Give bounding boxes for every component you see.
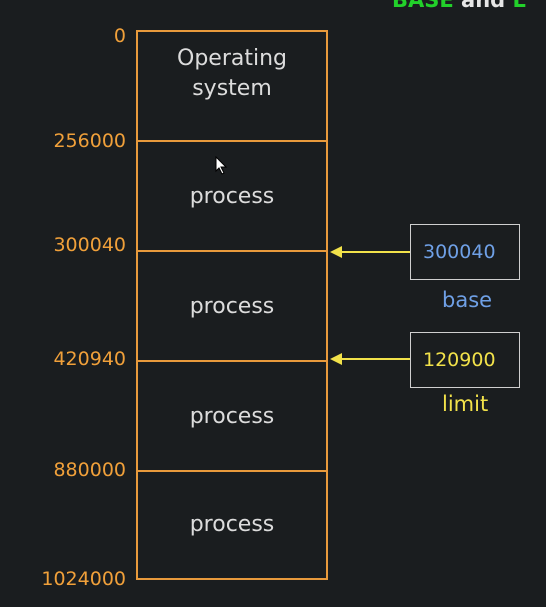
limit-register-label: limit [442, 392, 489, 416]
address-label-2: 300040 [53, 234, 126, 256]
segment-process-1: process [138, 142, 326, 252]
base-register-label: base [442, 288, 493, 312]
segment-label: process [189, 294, 275, 319]
limit-arrow [330, 353, 410, 365]
segment-label-line1: Operating [177, 46, 287, 71]
segment-label-line2: system [192, 76, 272, 101]
segment-process-2: process [138, 252, 326, 362]
heading-connector: and [461, 0, 506, 12]
address-label-1: 256000 [53, 130, 126, 152]
segment-label: process [189, 404, 275, 429]
limit-register-value: 120900 [423, 349, 496, 371]
segment-divider [138, 140, 326, 142]
limit-register-box: 120900 [410, 332, 520, 388]
segment-label: process [189, 512, 275, 537]
segment-divider [138, 470, 326, 472]
address-label-3: 420940 [53, 348, 126, 370]
heading-base-keyword: BASE [392, 0, 454, 12]
base-register-box: 300040 [410, 224, 520, 280]
memory-map: Operating system process process process… [136, 30, 328, 580]
segment-label: process [189, 184, 275, 209]
address-label-0: 0 [113, 25, 126, 47]
segment-process-3: process [138, 362, 326, 472]
base-register-value: 300040 [423, 241, 496, 263]
diagram-heading: BASE and L [392, 0, 526, 12]
segment-divider [138, 360, 326, 362]
segment-operating-system: Operating system [138, 32, 326, 142]
base-arrow [330, 246, 410, 258]
address-label-4: 880000 [53, 459, 126, 481]
segment-process-4: process [138, 472, 326, 578]
segment-divider [138, 250, 326, 252]
heading-limit-keyword: L [512, 0, 526, 12]
mouse-pointer-icon [214, 155, 228, 180]
address-label-5: 1024000 [41, 568, 126, 590]
